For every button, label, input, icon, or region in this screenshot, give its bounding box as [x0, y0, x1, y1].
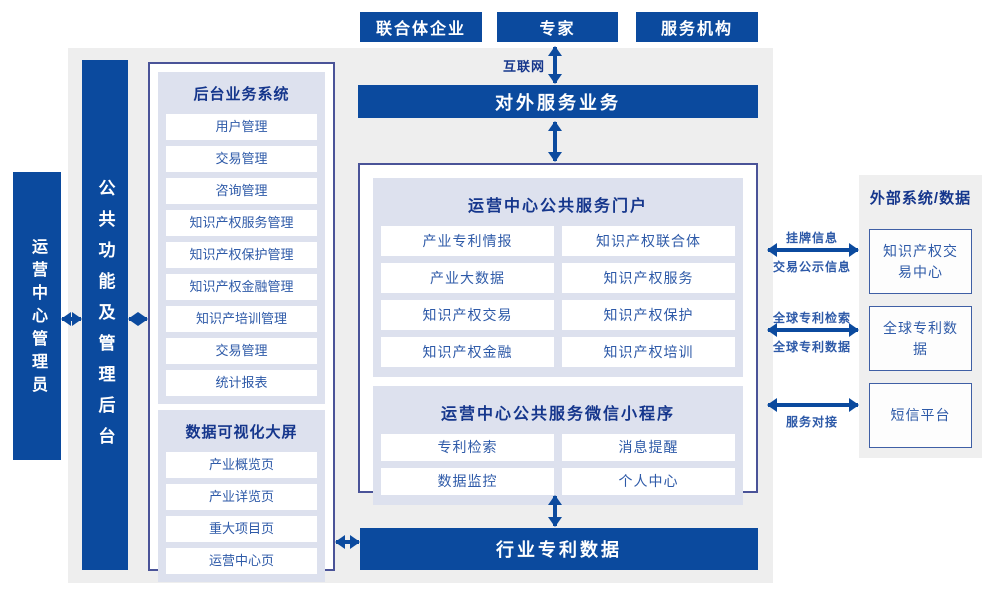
portal-item: 知识产权金融 — [381, 337, 554, 367]
backend-item: 知识产权保护管理 — [166, 242, 317, 268]
backend-item: 咨询管理 — [166, 178, 317, 204]
dashboard-panel: 数据可视化大屏 产业概览页 产业详览页 重大项目页 运营中心页 — [158, 410, 325, 582]
miniprogram-panel: 运营中心公共服务微信小程序 专利检索 消息提醒 数据监控 个人中心 — [373, 386, 743, 505]
external-service-label: 对外服务业务 — [495, 92, 621, 113]
external-system-sms-platform: 短信平台 — [869, 383, 972, 448]
miniprogram-item: 专利检索 — [381, 434, 554, 461]
link-label-service-docking: 服务对接 — [785, 415, 838, 429]
external-system-trade-center: 知识产权交易中心 — [869, 229, 972, 294]
backend-item: 统计报表 — [166, 370, 317, 396]
link-label-global-patent-data: 全球专利数据 — [772, 340, 851, 354]
double-arrow-portal-data-icon — [553, 496, 557, 526]
dashboard-title: 数据可视化大屏 — [185, 424, 298, 441]
public-platform-label: 公共功能及管理后台 — [95, 178, 115, 458]
portal-item: 知识产权联合体 — [562, 226, 735, 256]
miniprogram-item: 个人中心 — [562, 468, 735, 495]
backend-item: 知识产培训管理 — [166, 306, 317, 332]
actor-box-experts: 专家 — [497, 12, 618, 42]
operator-admin-label: 运营中心管理员 — [29, 237, 46, 399]
industry-patent-bar: 行业专利数据 — [360, 528, 758, 570]
actor-label: 服务机构 — [660, 21, 733, 38]
portal-item: 产业专利情报 — [381, 226, 554, 256]
industry-patent-label: 行业专利数据 — [496, 540, 622, 560]
dashboard-item: 产业概览页 — [166, 452, 317, 478]
link-label-listing-info: 挂牌信息 — [785, 231, 838, 245]
actor-box-consortium: 联合体企业 — [360, 12, 482, 42]
portal-title: 运营中心公共服务门户 — [467, 198, 648, 215]
portal-grid: 产业专利情报 知识产权联合体 产业大数据 知识产权服务 知识产权交易 知识产权保… — [381, 226, 735, 367]
portal-item: 产业大数据 — [381, 263, 554, 293]
miniprogram-grid: 专利检索 消息提醒 数据监控 个人中心 — [381, 434, 735, 495]
miniprogram-item: 消息提醒 — [562, 434, 735, 461]
portal-item: 知识产权培训 — [562, 337, 735, 367]
portal-panel: 运营中心公共服务门户 产业专利情报 知识产权联合体 产业大数据 知识产权服务 知… — [373, 178, 743, 377]
double-arrow-dashboard-data-icon — [336, 540, 359, 544]
internet-label: 互联网 — [502, 59, 545, 74]
external-service-bar: 对外服务业务 — [358, 85, 758, 118]
left-column-box: 后台业务系统 用户管理 交易管理 咨询管理 知识产权服务管理 知识产权保护管理 … — [148, 62, 335, 582]
double-arrow-service-portal-icon — [553, 122, 557, 161]
miniprogram-item: 数据监控 — [381, 468, 554, 495]
portal-item: 知识产权交易 — [381, 300, 554, 330]
public-platform-bar: 公共功能及管理后台 — [82, 60, 128, 570]
external-systems-title: 外部系统/数据 — [869, 190, 972, 207]
center-service-box: 运营中心公共服务门户 产业专利情报 知识产权联合体 产业大数据 知识产权服务 知… — [358, 163, 758, 505]
actor-label: 联合体企业 — [375, 21, 466, 38]
dashboard-item: 产业详览页 — [166, 484, 317, 510]
backend-item: 交易管理 — [166, 338, 317, 364]
actor-box-service-orgs: 服务机构 — [636, 12, 758, 42]
dashboard-item: 重大项目页 — [166, 516, 317, 542]
double-arrow-platform-backend-icon — [129, 317, 147, 321]
backend-item: 知识产权金融管理 — [166, 274, 317, 300]
double-arrow-global-patent-icon — [768, 328, 858, 332]
link-label-trade-publicity: 交易公示信息 — [772, 260, 851, 274]
external-systems-panel: 外部系统/数据 知识产权交易中心 全球专利数据 短信平台 — [859, 175, 982, 458]
portal-item: 知识产权保护 — [562, 300, 735, 330]
dashboard-item: 运营中心页 — [166, 548, 317, 574]
external-system-global-patent: 全球专利数据 — [869, 306, 972, 371]
operator-admin-bar: 运营中心管理员 — [13, 172, 61, 460]
backend-item: 用户管理 — [166, 114, 317, 140]
double-arrow-sms-icon — [768, 403, 858, 407]
double-arrow-admin-platform-icon — [62, 317, 81, 321]
backend-system-panel: 后台业务系统 用户管理 交易管理 咨询管理 知识产权服务管理 知识产权保护管理 … — [158, 72, 325, 404]
backend-item: 交易管理 — [166, 146, 317, 172]
double-arrow-internet-icon — [553, 47, 557, 83]
miniprogram-title: 运营中心公共服务微信小程序 — [440, 406, 675, 423]
backend-system-title: 后台业务系统 — [193, 86, 290, 103]
portal-item: 知识产权服务 — [562, 263, 735, 293]
actor-label: 专家 — [539, 21, 576, 38]
backend-item: 知识产权服务管理 — [166, 210, 317, 236]
double-arrow-trade-center-icon — [768, 248, 858, 252]
link-label-global-patent-search: 全球专利检索 — [772, 311, 851, 325]
